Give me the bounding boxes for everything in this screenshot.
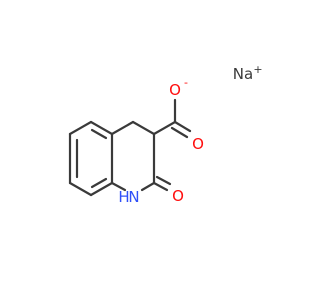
bond xyxy=(89,120,114,136)
lactam-ring xyxy=(110,120,156,192)
carboxylate-charge-label: - xyxy=(184,76,188,89)
carbonyl-oxygen-label: O xyxy=(192,135,204,153)
double-bond xyxy=(170,126,189,139)
lactam-oxygen-label: O xyxy=(172,187,184,205)
amide-hydrogen-label: H xyxy=(118,188,129,206)
double-bond-inner xyxy=(90,177,108,189)
bond xyxy=(131,120,156,136)
bond xyxy=(68,120,93,136)
benzene-ring xyxy=(68,120,114,197)
sodium-label: Na xyxy=(233,65,253,83)
bond xyxy=(110,120,135,136)
bond xyxy=(110,181,127,192)
molecule-diagram: O - Na + O O H N xyxy=(68,63,263,206)
bond xyxy=(152,120,177,136)
double-bond xyxy=(155,175,172,186)
structure-svg: O - Na + O O H N xyxy=(68,63,263,206)
carboxylate-oxygen-label: O xyxy=(169,81,181,99)
bond xyxy=(152,181,169,192)
sodium-charge-label: + xyxy=(253,63,262,76)
bond xyxy=(68,181,93,197)
carboxylate-group xyxy=(152,98,192,139)
amide-nitrogen-label: N xyxy=(128,188,139,206)
bond xyxy=(140,181,156,192)
bond xyxy=(173,120,192,133)
double-bond-inner xyxy=(90,128,108,140)
lactam-carbonyl xyxy=(152,175,172,192)
bond xyxy=(89,181,114,197)
